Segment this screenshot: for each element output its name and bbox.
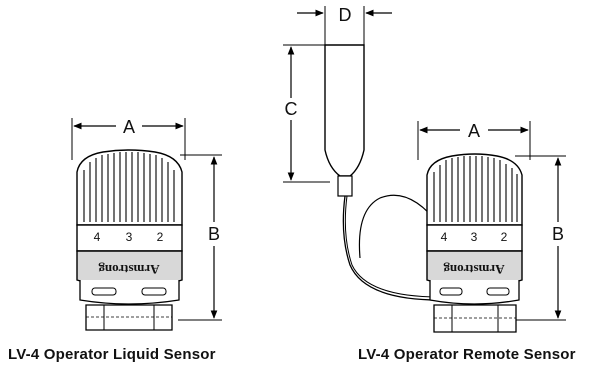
dimension-a-left: A — [71, 117, 186, 160]
scale-number-2: 2 — [157, 230, 164, 244]
scale-number-3-right: 3 — [471, 230, 478, 244]
remote-sensor-operator: D C A B — [283, 5, 566, 333]
dimension-c-label: C — [285, 99, 298, 119]
dimension-a-label-right: A — [468, 121, 480, 141]
dimension-a-right: A — [417, 121, 531, 160]
caption-remote-sensor: LV-4 Operator Remote Sensor — [358, 346, 576, 363]
caption-liquid-sensor: LV-4 Operator Liquid Sensor — [8, 346, 216, 363]
dimension-d-label: D — [339, 5, 352, 25]
dimension-a-label: A — [123, 117, 135, 137]
brand-logo-right: Armstrong — [443, 262, 505, 277]
dimension-d: D — [297, 5, 392, 46]
dimension-b-left: B — [178, 154, 222, 321]
dimension-b-label-right: B — [552, 224, 564, 244]
scale-number-4: 4 — [94, 230, 101, 244]
dimension-b-label: B — [208, 224, 220, 244]
dimension-b-right: B — [515, 155, 566, 321]
scale-number-4-right: 4 — [441, 230, 448, 244]
scale-number-3: 3 — [126, 230, 133, 244]
dimension-c: C — [283, 44, 330, 183]
scale-number-2-right: 2 — [501, 230, 508, 244]
brand-logo: Armstrong — [98, 262, 160, 277]
liquid-sensor-operator: A B 4 3 2 Armstrong — [71, 117, 222, 331]
